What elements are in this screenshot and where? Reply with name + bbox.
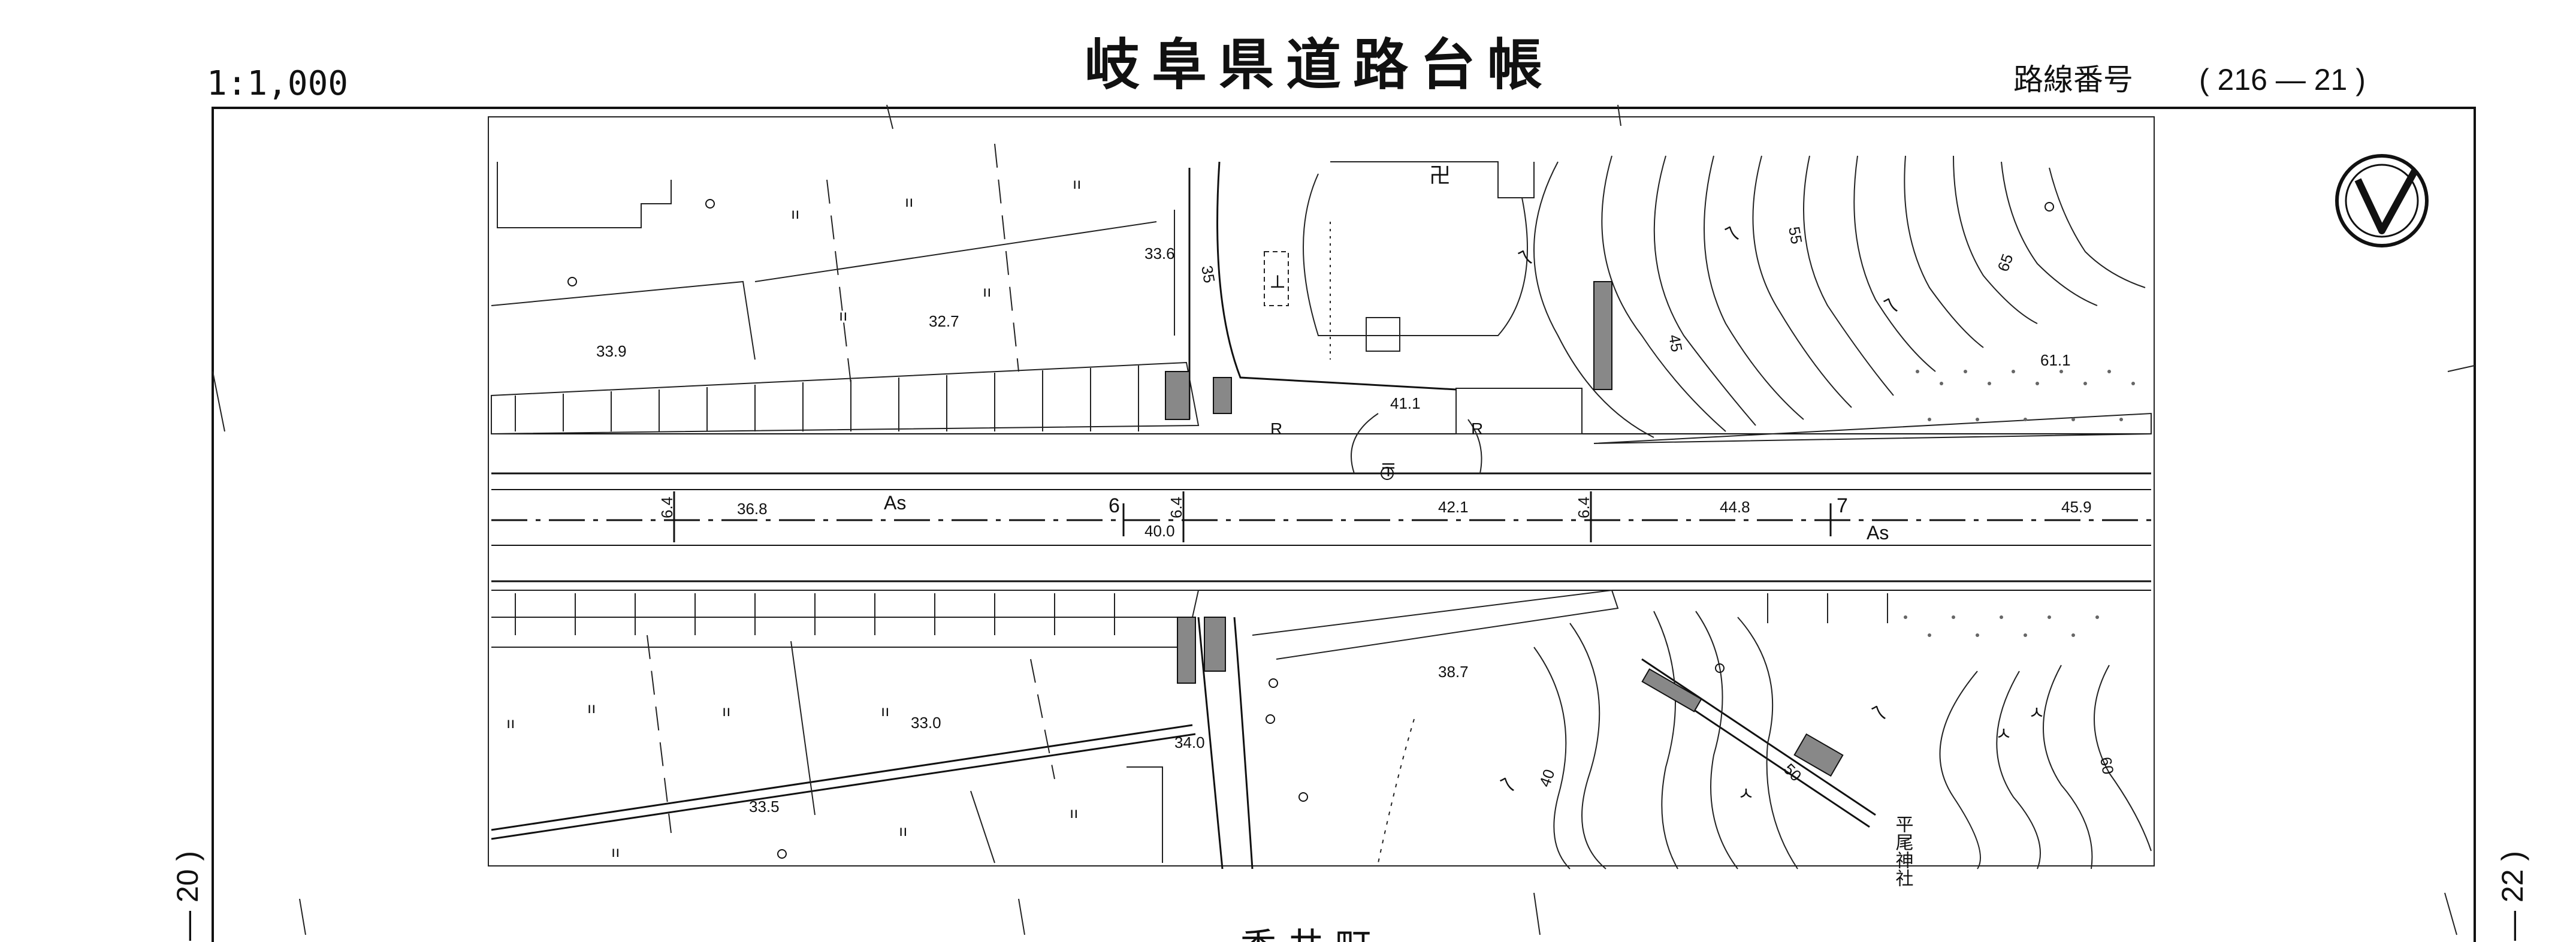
point-symbols [567, 199, 2054, 859]
broadleaf-mark: ㅅ [1738, 784, 1754, 804]
route-number: ( 216 — 21 ) [2199, 63, 2366, 96]
spot-elevation: 33.6 [1144, 244, 1175, 262]
paddy-mark: ıı [1070, 804, 1078, 822]
temple-symbol: 卍 [1429, 164, 1451, 188]
contour-label: 45 [1665, 333, 1686, 354]
paddy-mark: ıı [587, 699, 596, 717]
width-mark: 6.4 [658, 497, 676, 518]
contour-lines [1533, 155, 2152, 869]
road-elevation: 36.8 [737, 500, 768, 518]
upper-slope-ticks [515, 366, 1139, 431]
parcel-lines [491, 143, 1535, 864]
paddy-mark: ıı [983, 282, 991, 300]
spot-elevation: 61.1 [2040, 351, 2071, 369]
edge-ticks [212, 104, 2475, 935]
width-mark: 6.4 [1167, 497, 1185, 518]
forest-mark: ㄟ [1723, 224, 1741, 244]
lower-embankment [491, 589, 1619, 660]
paddy-mark: ıı [839, 306, 847, 324]
spot-elevation: 33.0 [911, 714, 941, 732]
shrine-label: 平尾神社 [1892, 815, 1914, 887]
paddy-mark: ıı [881, 702, 889, 720]
paddy-mark: ıı [722, 702, 730, 720]
north-arrow-icon [2335, 154, 2429, 247]
map-frame [488, 116, 2155, 866]
broadleaf-mark: ㅅ [2028, 704, 2045, 723]
road-surface-upper: As [884, 492, 906, 514]
scale-label: 1:1,000 [207, 64, 348, 103]
broadleaf-mark: ㅅ [1995, 724, 2012, 744]
retaining-walls [1165, 281, 1844, 777]
spot-elevation: 41.1 [1390, 394, 1421, 412]
road-elevation: 40.0 [1144, 522, 1175, 540]
spot-elevation: 32.7 [929, 312, 959, 330]
forest-mark: ㄟ [1882, 296, 1899, 316]
outer-frame [212, 107, 2476, 942]
upper-embankment [491, 361, 2152, 444]
lower-slope-ticks [515, 593, 1888, 635]
station-marks [673, 491, 1832, 542]
toilet-mark: ⊥ [1269, 271, 1286, 292]
paddy-mark: ıı [899, 822, 907, 840]
contour-label: 65 [1994, 252, 2016, 274]
spot-elevation: 34.0 [1174, 733, 1205, 751]
map-area: As As 6 7 6.4 6.4 6.4 36.8 40.0 42.1 44.… [488, 116, 2155, 887]
grass-area [1904, 370, 2135, 637]
land-use-marks: ıı ıı ıı ıı ıı ıı ıı ıı ıı ıı ıı ıı ㄟ ㄟ … [506, 174, 2045, 861]
paddy-mark: ıı [1073, 174, 1081, 192]
spot-elevation: 33.9 [596, 342, 627, 360]
spot-elevation: 33.5 [749, 798, 780, 816]
station-6-label: 6 [1109, 494, 1120, 517]
map-labels: As As 6 7 6.4 6.4 6.4 36.8 40.0 42.1 44.… [596, 164, 2118, 887]
route-label: 路線番号 [2013, 63, 2133, 96]
paddy-mark: ıı [611, 843, 620, 861]
contour-label: 55 [1785, 225, 1806, 246]
forest-mark: ㄟ [1516, 248, 1534, 268]
road-elevation: 42.1 [1438, 498, 1469, 516]
right-adjacent-sheet: — 22 ) [2496, 851, 2529, 941]
contour-label: 60 [2097, 756, 2118, 776]
retaining-mark: R [1270, 419, 1282, 438]
paddy-mark: ıı [506, 714, 515, 732]
district-label: 香 井 町 [1240, 926, 1371, 942]
width-mark: 6.4 [1575, 497, 1593, 518]
paddy-mark: ıı [791, 204, 799, 222]
spot-elevation: 38.7 [1438, 663, 1469, 681]
road-elevation: 45.9 [2061, 498, 2092, 516]
retaining-mark: R [1471, 419, 1483, 438]
contour-label: 40 [1535, 767, 1558, 789]
page-title: 岐阜県道路台帳 [1085, 32, 1554, 97]
contour-label: 35 [1198, 264, 1219, 285]
road-elevation: 44.8 [1720, 498, 1750, 516]
station-7-label: 7 [1837, 494, 1848, 517]
left-adjacent-sheet: — 20 ) [171, 851, 204, 941]
forest-mark: ㄟ [1498, 775, 1516, 795]
forest-mark: ㄟ [1870, 704, 1888, 723]
paddy-mark: ıı [905, 192, 913, 210]
road-surface-lower: As [1867, 522, 1889, 544]
